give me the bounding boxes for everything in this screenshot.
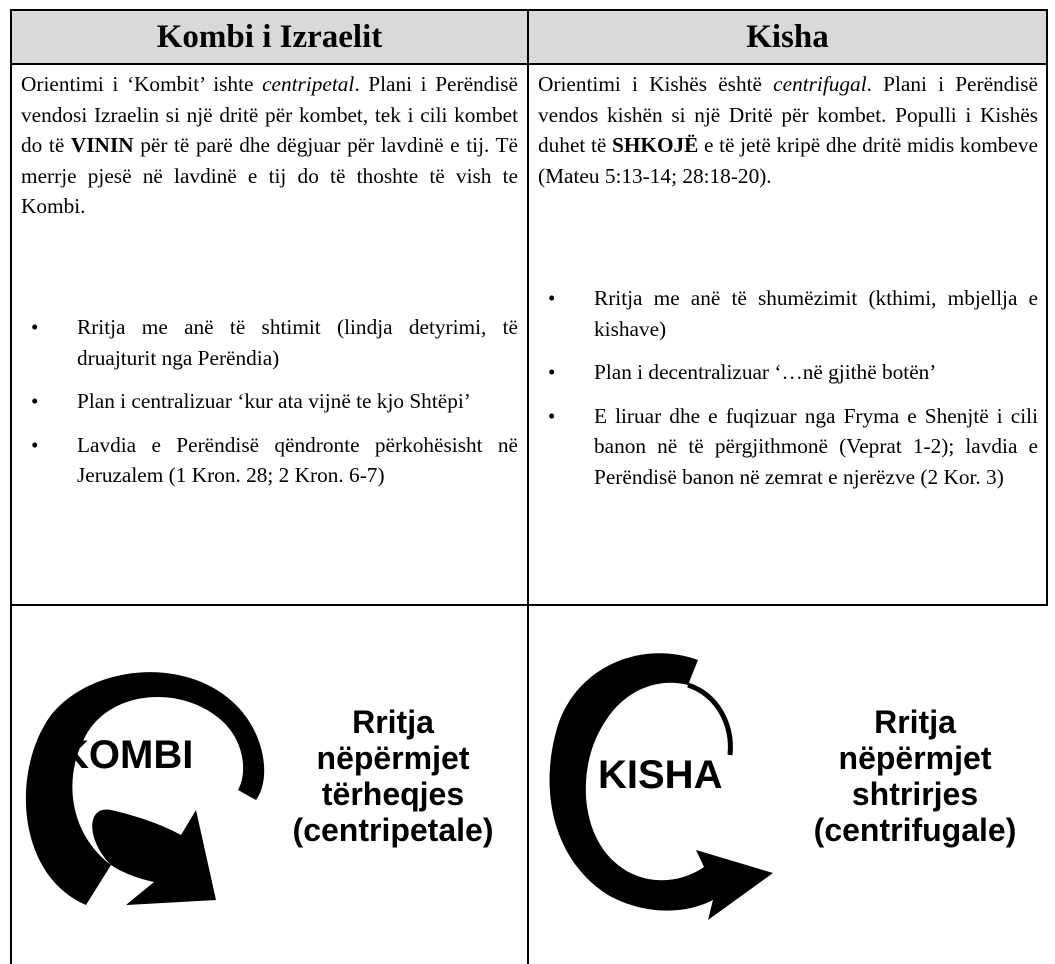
- kombi-ring-label: KOMBI: [60, 733, 194, 777]
- caption-line: (centripetale): [292, 812, 494, 848]
- kombi-bullet-list: Rritja me anë të shtimit (lindja detyrim…: [21, 312, 518, 504]
- kisha-diagram-caption: Rritja nëpërmjet shtrirjes (centrifugale…: [790, 704, 1040, 848]
- centripetal-spiral-icon: [25, 672, 265, 905]
- list-item: Plan i decentralizuar ‘…në gjithë botën’: [538, 357, 1038, 388]
- kisha-intro-bold: SHKOJË: [611, 133, 699, 157]
- row-divider: [10, 604, 1048, 606]
- header-kombi: Kombi i Izraelit: [156, 19, 383, 55]
- table-border-top: [10, 9, 1048, 11]
- list-item: Rritja me anë të shtimit (lindja detyrim…: [21, 312, 518, 373]
- header-divider: [10, 63, 1048, 65]
- caption-line: Rritja: [352, 704, 434, 740]
- caption-line: Rritja: [874, 704, 956, 740]
- kisha-intro-text-3: e të jetë kripë dhe dritë midis kombeve …: [538, 133, 1038, 188]
- column-divider: [527, 9, 529, 964]
- list-item: Plan i centralizuar ‘kur ata vijnë te kj…: [21, 386, 518, 417]
- centrifugal-spiral-icon: [549, 653, 773, 920]
- caption-line: shtrirjes: [851, 776, 979, 812]
- list-item: Lavdia e Perëndisë qëndronte përkohësish…: [21, 430, 518, 491]
- table-border-right: [1046, 9, 1048, 606]
- kombi-intro-italic: centripetal: [262, 72, 355, 96]
- kombi-diagram-caption: Rritja nëpërmjet tërheqjes (centripetale…: [268, 704, 518, 848]
- kisha-intro-text-2: . Plani i Perëndisë vendos kishën si një…: [538, 72, 1038, 157]
- kombi-intro-text-2: . Plani i Perëndisë vendosi Izraelin si …: [21, 72, 518, 157]
- kombi-intro-text-1: Orientimi i ‘Kombit’ ishte: [21, 72, 263, 96]
- caption-line: (centrifugale): [813, 812, 1017, 848]
- kisha-intro-paragraph: Orientimi i Kishës është centrifugal. Pl…: [538, 69, 1038, 191]
- list-item: Rritja me anë të shumëzimit (kthimi, mbj…: [538, 283, 1038, 344]
- header-kisha: Kisha: [746, 19, 829, 55]
- kisha-ring-label: KISHA: [598, 753, 723, 797]
- table-border-left: [10, 9, 12, 964]
- caption-line: tërheqjes: [321, 776, 465, 812]
- kisha-bullet-list: Rritja me anë të shumëzimit (kthimi, mbj…: [538, 283, 1038, 505]
- caption-line: nëpërmjet: [316, 740, 470, 776]
- list-item: E liruar dhe e fuqizuar nga Fryma e Shen…: [538, 401, 1038, 493]
- table-header-row: [11, 10, 1047, 64]
- kisha-intro-italic: centrifugal: [773, 72, 867, 96]
- kombi-intro-text-3: për të parë dhe dëgjuar për lavdinë e ti…: [21, 133, 518, 218]
- caption-line: nëpërmjet: [838, 740, 992, 776]
- kombi-intro-paragraph: Orientimi i ‘Kombit’ ishte centripetal. …: [21, 69, 518, 222]
- kombi-intro-bold: VININ: [70, 133, 134, 157]
- kisha-intro-text-1: Orientimi i Kishës është: [538, 72, 774, 96]
